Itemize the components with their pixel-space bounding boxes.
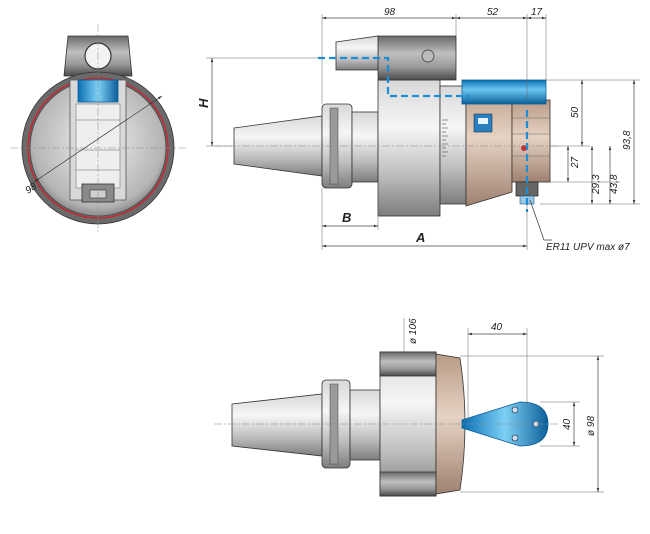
bottom-taper (231, 393, 323, 457)
side-dim-93-8: 93,8 (622, 130, 633, 150)
diameter-leader (33, 95, 163, 183)
side-dim-52: 52 (487, 7, 499, 18)
bottom-dim-40-horizontal: 40 (491, 322, 503, 333)
blue-dashed-path (318, 56, 470, 98)
neck (351, 111, 379, 183)
bottom-body-dark-band-low (379, 471, 437, 497)
bottom-dim-40-vertical: 40 (562, 418, 573, 430)
logo-badge-inner (478, 118, 488, 124)
main-body-top-block (377, 35, 457, 81)
front-view: 98 (10, 24, 186, 232)
bottom-view: ø 106 40 40 ø 98 (214, 318, 604, 497)
tool-head (511, 99, 551, 183)
upper-clamp (335, 35, 379, 71)
side-dim-50: 50 (570, 106, 581, 118)
main-body (377, 79, 441, 217)
side-dim-27: 27 (570, 156, 581, 169)
side-dim-98: 98 (384, 7, 396, 18)
bottom-dim-d98: ø 98 (586, 416, 597, 436)
bottom-body-dark-band (379, 351, 437, 377)
bottom-tool-screw (511, 406, 519, 414)
side-view: 98 52 17 H B A 50 93,8 27 29,3 43,8 (196, 7, 640, 253)
scale-ticks (442, 119, 448, 157)
bottom-tool-screw (511, 434, 519, 442)
bottom-dim-d106: ø 106 (408, 318, 419, 344)
side-dim-B: B (342, 210, 351, 225)
side-dim-17: 17 (531, 7, 543, 18)
tool-head-hole (521, 145, 527, 151)
top-screw (421, 49, 435, 63)
scale-ring (439, 85, 467, 205)
side-dim-A: A (415, 230, 425, 245)
side-dim-H: H (196, 98, 211, 108)
side-dim-43-8: 43,8 (609, 174, 620, 194)
collet-note: ER11 UPV max ø7 (546, 242, 630, 253)
bottom-bronze-body (435, 353, 466, 495)
collet-leader (529, 199, 545, 241)
side-dim-29-3: 29,3 (591, 174, 602, 195)
bottom-neck (349, 389, 381, 461)
blue-slide-bar (461, 79, 547, 105)
